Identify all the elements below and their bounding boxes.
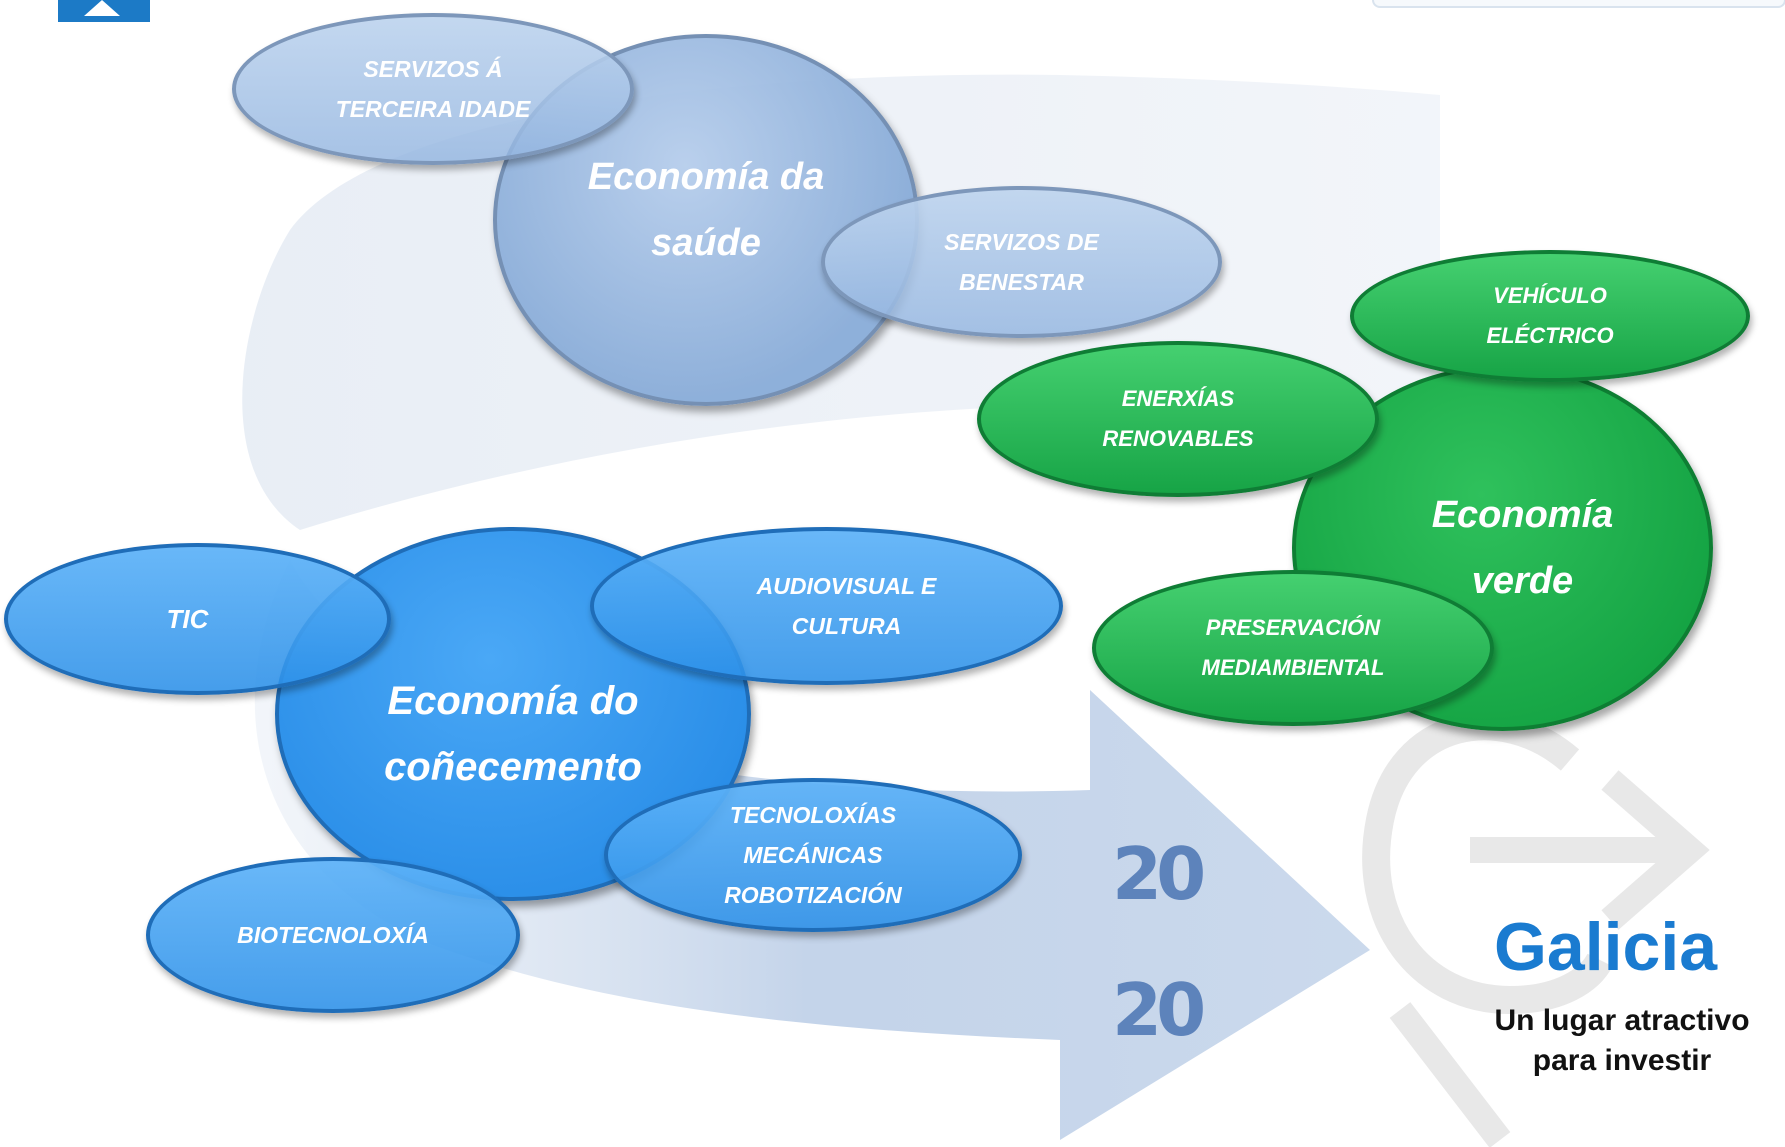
health-economy-circle: Economía da saúde bbox=[493, 34, 919, 406]
electric-vehicle-label: VEHÍCULO ELÉCTRICO bbox=[1486, 283, 1614, 348]
green-economy-label: Economía verde bbox=[1431, 494, 1614, 602]
year-top: 20 bbox=[1112, 832, 1206, 916]
environmental-preservation-ellipse: PRESERVACIÓN MEDIAMBIENTAL bbox=[1092, 570, 1494, 726]
brand-name: Galicia bbox=[1494, 909, 1718, 985]
ict-label: TIC bbox=[166, 604, 209, 634]
welfare-services-label: SERVIZOS DE BENESTAR bbox=[944, 229, 1099, 295]
brand-tagline: Un lugar atractivo para investir bbox=[1494, 1004, 1750, 1077]
elderly-services-label: SERVIZOS Á TERCEIRA IDADE bbox=[335, 56, 531, 122]
mechanical-technologies-ellipse: TECNOLOXÍAS MECÁNICAS ROBOTIZACIÓN bbox=[604, 778, 1022, 932]
welfare-services-ellipse: SERVIZOS DE BENESTAR bbox=[821, 186, 1222, 338]
audiovisual-ellipse: AUDIOVISUAL E CULTURA bbox=[590, 527, 1063, 685]
electric-vehicle-ellipse: VEHÍCULO ELÉCTRICO bbox=[1350, 250, 1750, 382]
audiovisual-label: AUDIOVISUAL E CULTURA bbox=[756, 573, 937, 639]
renewable-energy-ellipse: ENERXÍAS RENOVABLES bbox=[977, 341, 1379, 497]
logo-mark-icon bbox=[84, 0, 120, 16]
ict-ellipse: TIC bbox=[4, 543, 391, 695]
mechanical-technologies-label: TECNOLOXÍAS MECÁNICAS ROBOTIZACIÓN bbox=[724, 802, 902, 908]
environmental-preservation-label: PRESERVACIÓN MEDIAMBIENTAL bbox=[1201, 615, 1385, 680]
knowledge-economy-label: Economía do coñecemento bbox=[384, 679, 642, 789]
renewable-energy-label: ENERXÍAS RENOVABLES bbox=[1102, 386, 1254, 451]
watermark-arrow bbox=[1389, 770, 1710, 1147]
biotechnology-ellipse: BIOTECNOLOXÍA bbox=[146, 857, 520, 1013]
biotechnology-label: BIOTECNOLOXÍA bbox=[237, 922, 429, 948]
year-bottom: 20 bbox=[1112, 968, 1206, 1052]
elderly-services-ellipse: SERVIZOS Á TERCEIRA IDADE bbox=[232, 13, 634, 165]
corner-panel bbox=[1372, 0, 1785, 8]
health-economy-label: Economía da saúde bbox=[587, 156, 825, 264]
